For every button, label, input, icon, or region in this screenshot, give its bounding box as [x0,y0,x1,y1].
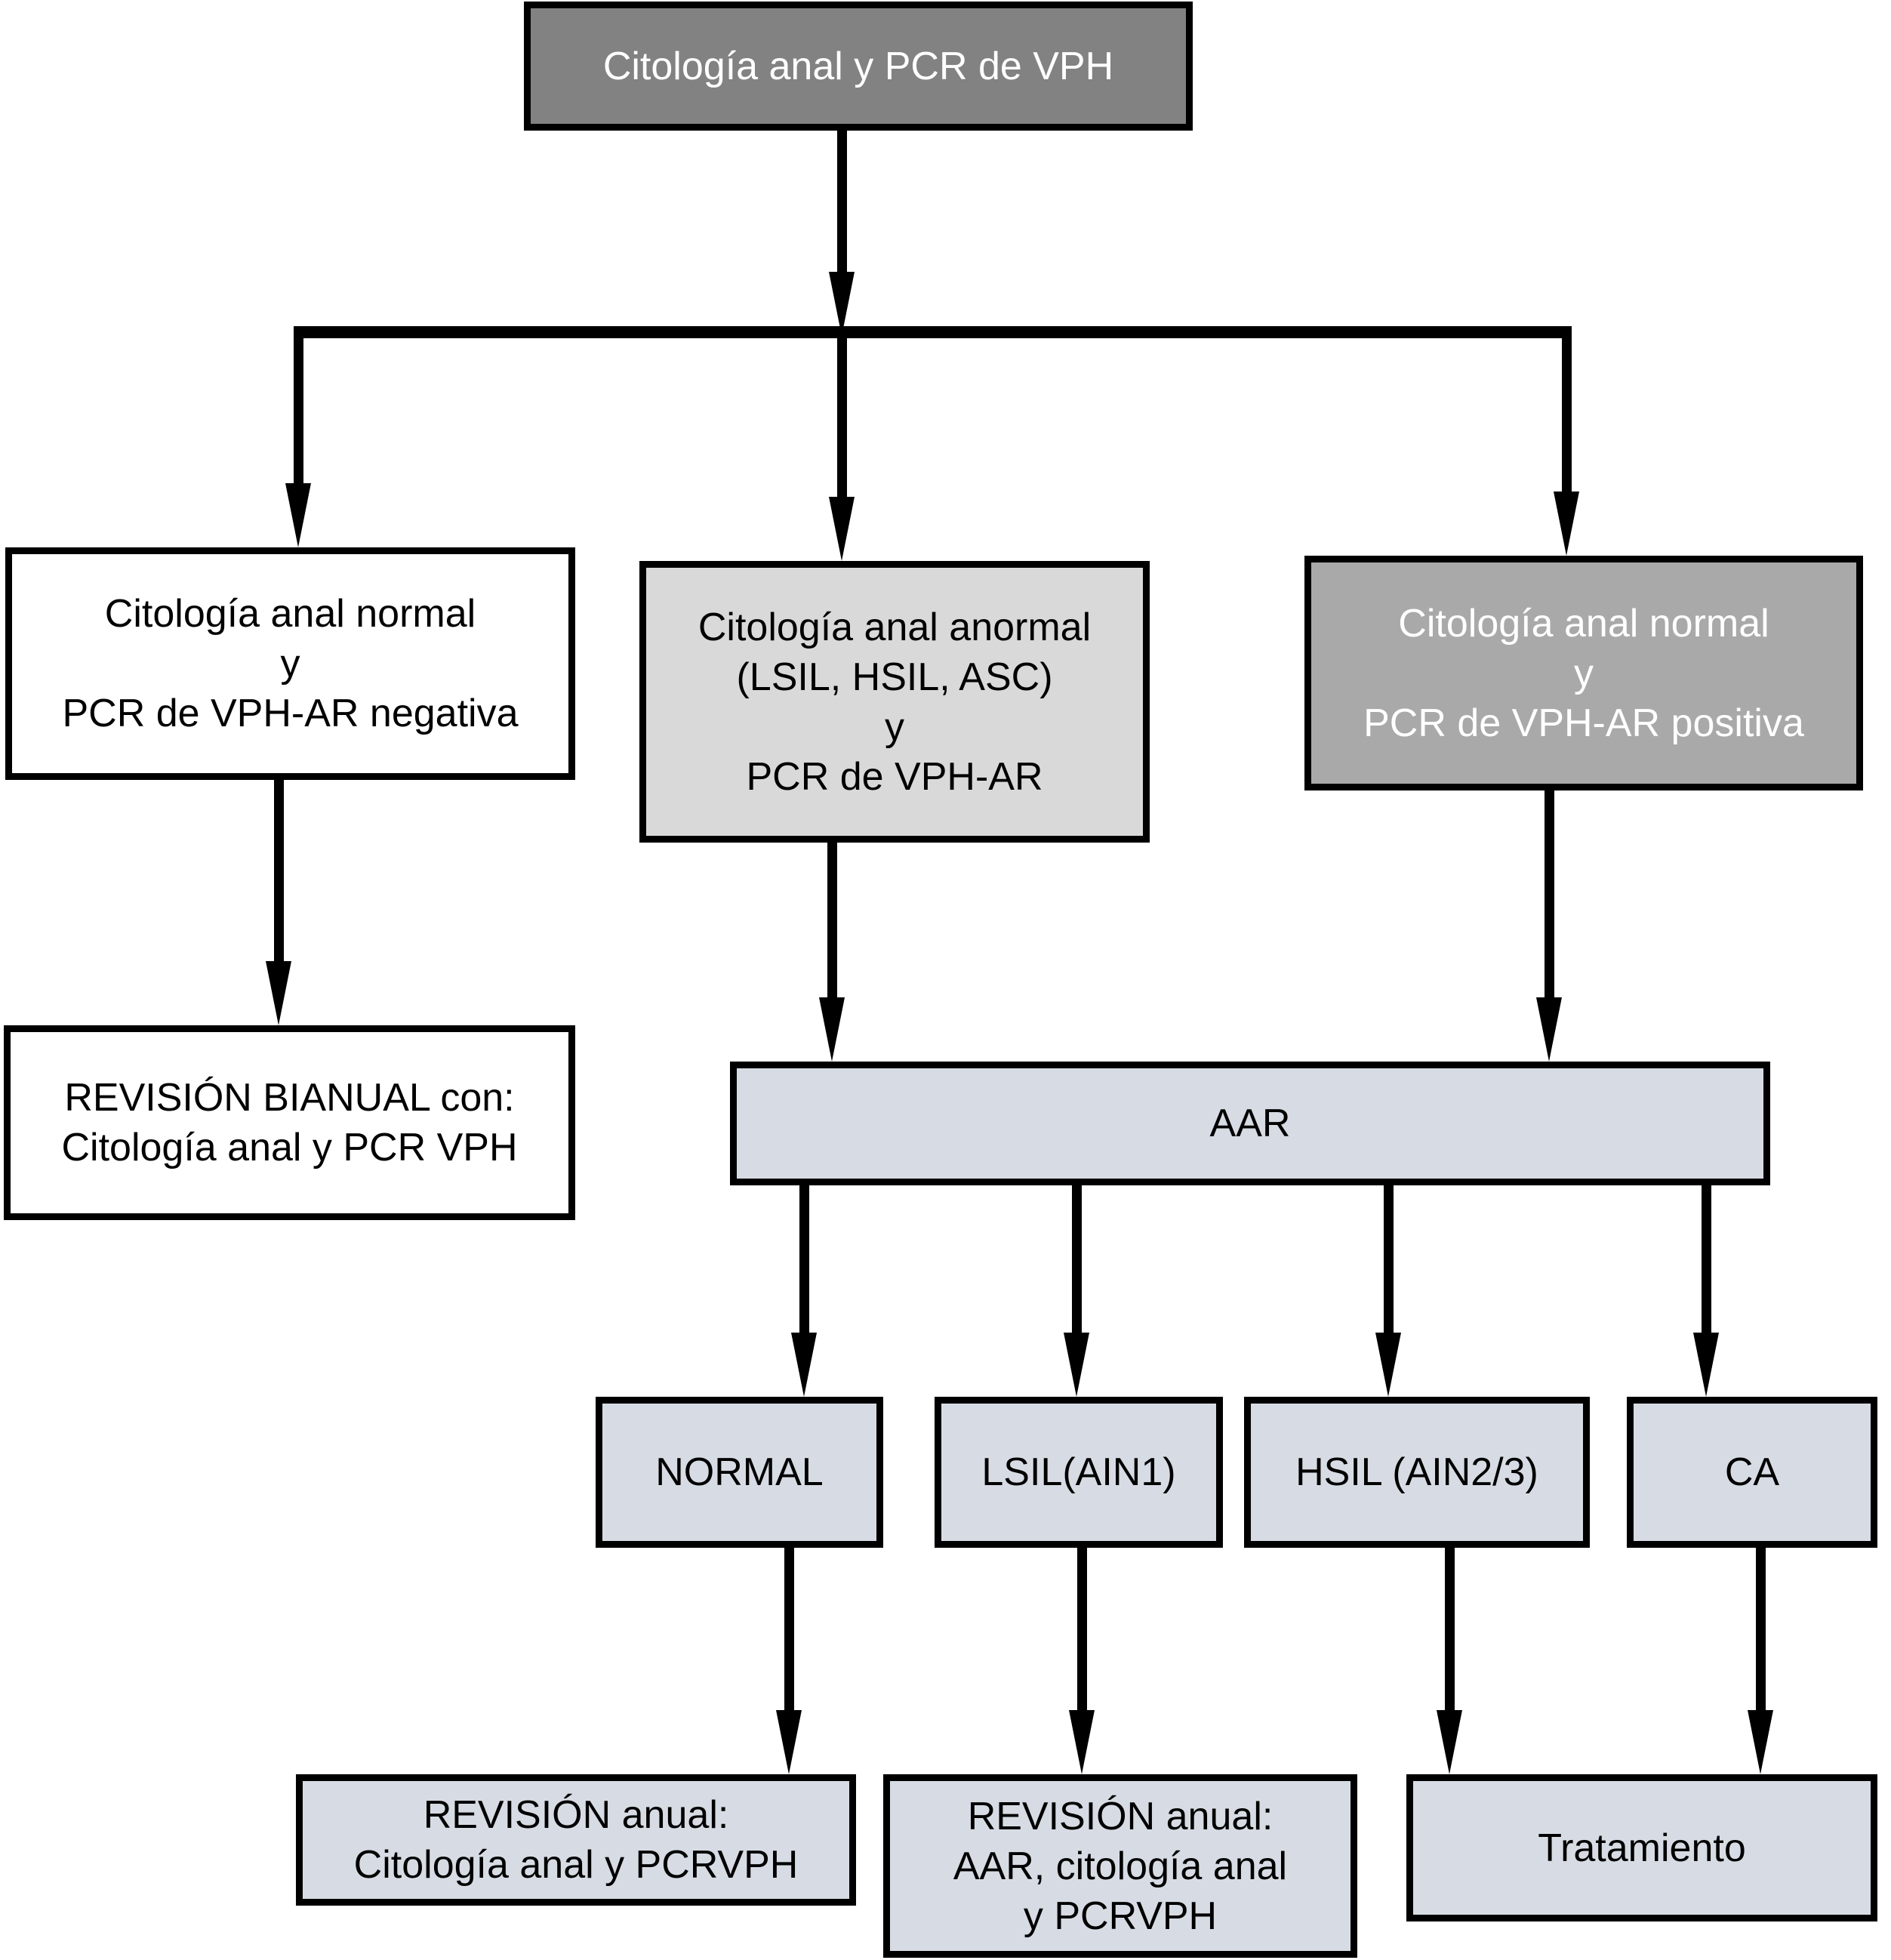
node-result-ca: CA [1627,1397,1877,1548]
node-annual-review-aar-line2: AAR, citología anal [953,1844,1288,1888]
arrow-ca-to-treatment-stem [1756,1548,1766,1712]
arrow-aar-to-normal-head [791,1333,817,1397]
branch-connector-line [300,326,1570,338]
node-treatment-label: Tratamiento [1538,1826,1746,1870]
arrow-abnormal-to-aar-stem [827,843,837,999]
node-aar: AAR [730,1062,1770,1185]
node-abnormal-line1: Citología anal anormal [698,605,1092,649]
node-biannual-review-line1: REVISIÓN BIANUAL con: [64,1076,515,1120]
arrow-aar-to-lsil-head [1064,1333,1089,1397]
arrow-branch-to-abnormal-head [829,497,855,561]
node-aar-label: AAR [1209,1102,1291,1145]
arrow-normal-to-annual-cytology-stem [784,1548,794,1712]
node-result-lsil: LSIL(AIN1) [935,1397,1223,1548]
arrow-lsil-to-annual-aar-stem [1077,1548,1087,1712]
node-annual-review-cytology: REVISIÓN anual: Citología anal y PCRVPH [296,1774,856,1906]
node-biannual-review: REVISIÓN BIANUAL con: Citología anal y P… [4,1025,575,1220]
node-abnormal-line4: PCR de VPH-AR [746,754,1043,799]
node-result-normal-label: NORMAL [655,1450,824,1494]
arrow-branch-to-normal-negative-stem [294,326,303,485]
node-result-lsil-label: LSIL(AIN1) [981,1450,1176,1494]
node-normal-positive: Citología anal normal y PCR de VPH-AR po… [1304,556,1863,790]
node-root-label: Citología anal y PCR de VPH [602,44,1114,88]
node-normal-positive-line2: y [1574,651,1594,695]
arrow-normal-to-annual-cytology-head [776,1710,802,1774]
arrow-abnormal-to-aar-head [819,997,845,1062]
arrow-branch-to-normal-positive-head [1554,492,1579,556]
arrow-aar-to-ca-head [1693,1333,1719,1397]
node-result-hsil: HSIL (AIN2/3) [1244,1397,1590,1548]
node-abnormal: Citología anal anormal (LSIL, HSIL, ASC)… [639,561,1150,843]
node-normal-negative-line3: PCR de VPH-AR negativa [62,692,519,735]
arrow-root-to-branch-head [829,272,855,336]
arrow-aar-to-hsil-head [1375,1333,1401,1397]
node-annual-review-cytology-line2: Citología anal y PCRVPH [353,1843,799,1887]
node-result-ca-label: CA [1724,1450,1780,1494]
arrow-normal-negative-to-biannual-head [266,961,291,1025]
node-annual-review-aar-line3: y PCRVPH [1023,1894,1218,1938]
arrow-hsil-to-treatment-stem [1445,1548,1455,1712]
node-normal-negative-line2: y [280,642,300,686]
arrow-branch-to-normal-negative-head [285,483,311,547]
arrow-hsil-to-treatment-head [1437,1710,1462,1774]
node-normal-positive-line3: PCR de VPH-AR positiva [1363,701,1804,745]
node-normal-positive-line1: Citología anal normal [1398,601,1769,646]
node-result-hsil-label: HSIL (AIN2/3) [1295,1450,1538,1494]
arrow-aar-to-hsil-stem [1384,1185,1394,1334]
arrow-aar-to-lsil-stem [1072,1185,1082,1334]
node-normal-negative-line1: Citología anal normal [104,592,476,636]
node-root: Citología anal y PCR de VPH [524,2,1193,131]
node-abnormal-line3: y [885,704,904,749]
arrow-aar-to-normal-stem [799,1185,809,1334]
arrow-branch-to-normal-positive-stem [1562,326,1572,493]
node-treatment: Tratamiento [1406,1774,1877,1921]
arrow-aar-to-ca-stem [1702,1185,1711,1334]
node-annual-review-aar: REVISIÓN anual: AAR, citología anal y PC… [883,1774,1357,1958]
node-result-normal: NORMAL [596,1397,883,1548]
node-abnormal-line2: (LSIL, HSIL, ASC) [736,655,1053,699]
arrow-normal-negative-to-biannual-stem [274,780,284,963]
arrow-ca-to-treatment-head [1748,1710,1773,1774]
arrow-lsil-to-annual-aar-head [1069,1710,1095,1774]
node-normal-negative: Citología anal normal y PCR de VPH-AR ne… [5,547,575,780]
node-annual-review-aar-line1: REVISIÓN anual: [967,1794,1273,1838]
node-biannual-review-line2: Citología anal y PCR VPH [61,1126,518,1170]
node-annual-review-cytology-line1: REVISIÓN anual: [423,1793,729,1837]
arrow-normal-positive-to-aar-stem [1545,790,1554,999]
arrow-normal-positive-to-aar-head [1536,997,1562,1062]
arrow-branch-to-abnormal-stem [837,326,847,498]
arrow-root-to-branch-stem [837,131,847,276]
